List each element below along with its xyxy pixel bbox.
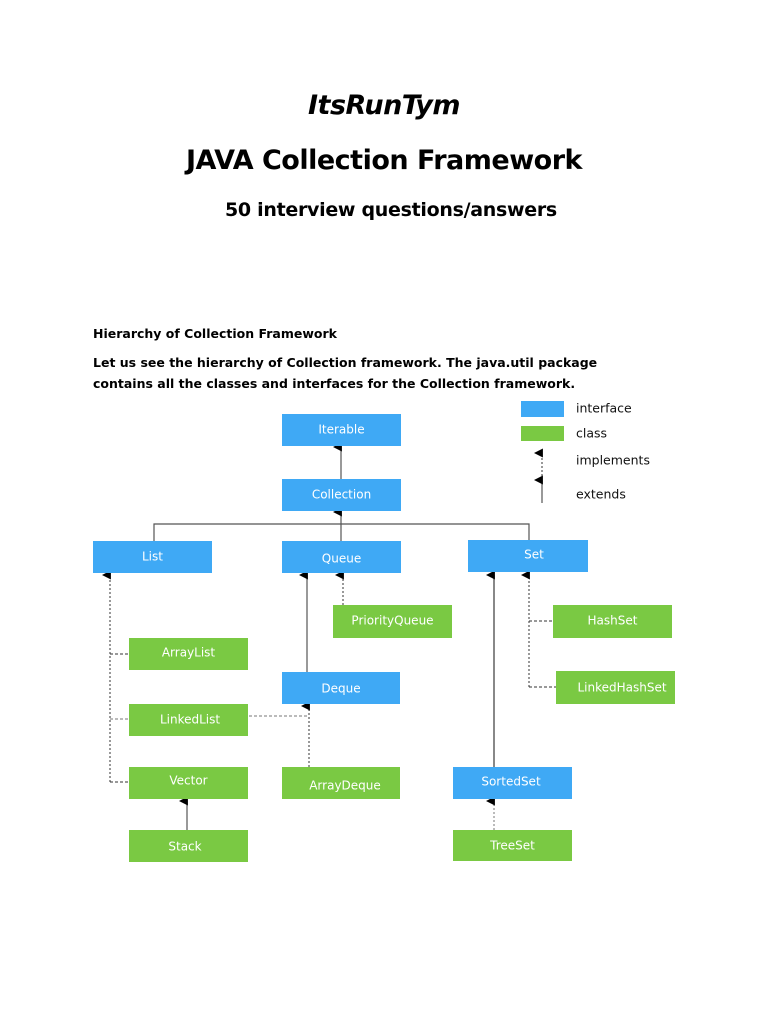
svg-text:Vector: Vector <box>169 774 207 788</box>
node-hashset: HashSet <box>553 605 672 638</box>
node-priorityqueue: PriorityQueue <box>333 605 452 638</box>
svg-text:TreeSet: TreeSet <box>489 839 535 853</box>
svg-text:List: List <box>142 550 163 564</box>
node-sortedset: SortedSet <box>453 767 572 799</box>
node-collection: Collection <box>282 479 401 511</box>
node-iterable: Iterable <box>282 414 401 446</box>
intro-paragraph: Let us see the hierarchy of Collection f… <box>93 355 598 391</box>
node-arraylist: ArrayList <box>129 638 248 670</box>
svg-text:Queue: Queue <box>322 552 361 566</box>
svg-text:Stack: Stack <box>168 840 201 854</box>
node-deque: Deque <box>282 672 400 704</box>
svg-text:Deque: Deque <box>321 682 360 696</box>
node-arraydeque: ArrayDeque <box>282 767 400 799</box>
node-queue: Queue <box>282 541 401 573</box>
svg-text:Set: Set <box>524 548 544 562</box>
svg-text:LinkedHashSet: LinkedHashSet <box>577 681 666 695</box>
brand-title: ItsRunTym <box>308 90 460 121</box>
legend-label-interface: interface <box>576 401 632 416</box>
svg-text:HashSet: HashSet <box>588 614 638 628</box>
section-heading: Hierarchy of Collection Framework <box>93 326 337 341</box>
legend-label-class: class <box>576 426 607 441</box>
svg-text:Iterable: Iterable <box>318 423 364 437</box>
node-linkedhashset: LinkedHashSet <box>556 671 675 704</box>
svg-text:Collection: Collection <box>312 488 371 502</box>
node-linkedlist: LinkedList <box>129 704 248 736</box>
connectors <box>101 442 556 830</box>
svg-text:ArrayList: ArrayList <box>162 646 216 660</box>
svg-text:LinkedList: LinkedList <box>160 713 220 727</box>
node-stack: Stack <box>129 830 248 862</box>
svg-text:SortedSet: SortedSet <box>481 775 541 789</box>
node-set: Set <box>468 540 588 572</box>
legend-swatch-class <box>521 426 564 441</box>
svg-text:PriorityQueue: PriorityQueue <box>351 614 433 628</box>
page-subtitle: 50 interview questions/answers <box>225 199 557 221</box>
legend-label-implements: implements <box>576 453 650 468</box>
legend-swatch-interface <box>521 401 564 417</box>
node-treeset: TreeSet <box>453 830 572 861</box>
node-list: List <box>93 541 212 573</box>
page-title: JAVA Collection Framework <box>186 145 582 176</box>
svg-text:ArrayDeque: ArrayDeque <box>309 779 381 793</box>
node-vector: Vector <box>129 767 248 799</box>
legend: interface class implements extends <box>521 401 650 503</box>
legend-label-extends: extends <box>576 487 626 502</box>
